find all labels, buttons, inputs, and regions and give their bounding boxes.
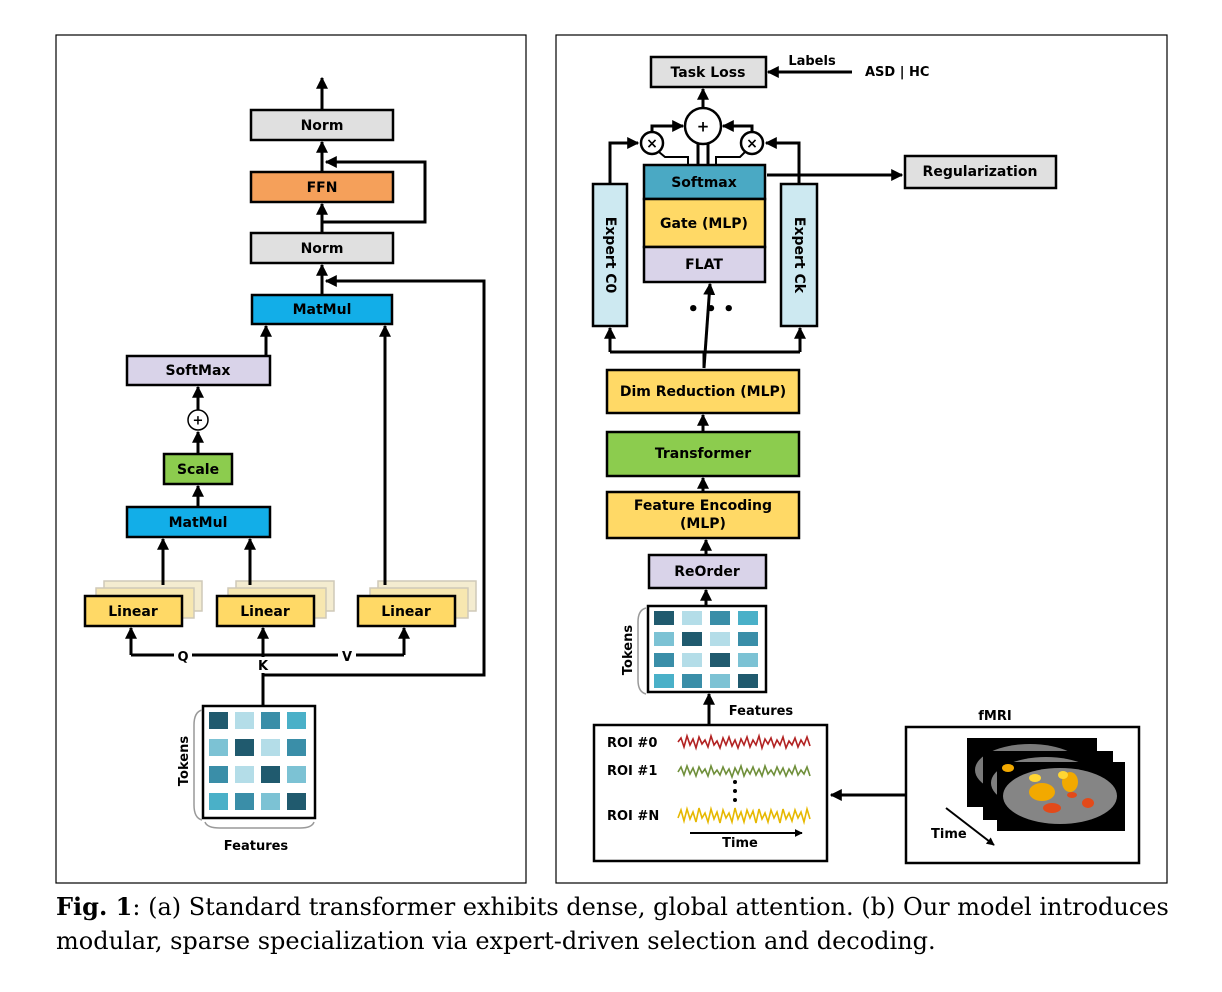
- caption-label: Fig. 1: [56, 892, 133, 921]
- regularization-box: [903, 154, 1058, 190]
- panel-b-frame: [555, 34, 1168, 884]
- linear-k-label: Linear: [240, 604, 290, 620]
- expert-c0-label: Expert C0: [602, 217, 618, 294]
- features-label-a: Features: [224, 839, 289, 854]
- dim-reduction-box: [605, 368, 801, 415]
- roi-signals-box: [592, 723, 829, 863]
- regularization-label: Regularization: [923, 164, 1038, 180]
- sum-node: [683, 106, 723, 146]
- reorder-label: ReOrder: [674, 564, 740, 580]
- sum-node-label: +: [697, 118, 710, 136]
- k-label: K: [258, 659, 269, 674]
- flat-label: FLAT: [685, 257, 723, 273]
- roi0-label: ROI #0: [607, 736, 657, 751]
- reorder-box: [647, 553, 768, 590]
- scale-box: [162, 452, 234, 486]
- gate-box: [642, 197, 767, 249]
- matmul-top-box: [250, 293, 394, 326]
- scale-label: Scale: [177, 462, 219, 478]
- time-label-roi: Time: [722, 836, 758, 851]
- multiply-left-label: ×: [646, 136, 658, 152]
- feature-encoding-box: [605, 490, 801, 540]
- task-loss-box: [649, 55, 768, 89]
- brain-slices-image: [967, 738, 1125, 831]
- transformer-label: Transformer: [655, 446, 751, 462]
- figure-caption: Fig. 1: (a) Standard transformer exhibit…: [56, 890, 1176, 958]
- task-loss-label: Task Loss: [671, 65, 746, 81]
- roi1-signal: [677, 763, 811, 780]
- flat-box: [642, 245, 767, 284]
- expert-ck-label: Expert Ck: [791, 217, 807, 294]
- dim-reduction-label: Dim Reduction (MLP): [620, 384, 786, 400]
- multiply-right-label: ×: [746, 136, 758, 152]
- panel-a-frame: [55, 34, 527, 884]
- asd-hc-label: ASD | HC: [865, 65, 929, 80]
- feature-encoding-label-2: (MLP): [680, 516, 726, 532]
- ffn-label: FFN: [307, 180, 338, 196]
- fmri-label: fMRI: [978, 709, 1011, 724]
- softmax-b-label: Softmax: [671, 175, 737, 191]
- linear-v-label: Linear: [381, 604, 431, 620]
- softmax-label: SoftMax: [166, 363, 231, 379]
- softmax-b-box: [642, 163, 767, 201]
- roin-signal: [677, 805, 811, 826]
- linear-q-box: [83, 594, 184, 628]
- roi0-signal: [677, 733, 811, 751]
- matmul-low-label: MatMul: [169, 515, 228, 531]
- feature-encoding-label-1: Feature Encoding: [634, 498, 772, 514]
- tokens-label-b: Tokens: [621, 625, 636, 675]
- caption-text: : (a) Standard transformer exhibits dens…: [56, 893, 1169, 955]
- gate-label: Gate (MLP): [660, 216, 748, 232]
- linear-k-box: [215, 594, 316, 628]
- add-node-label: +: [193, 414, 204, 429]
- roi1-label: ROI #1: [607, 764, 657, 779]
- q-label: Q: [177, 650, 188, 665]
- features-label-b: Features: [729, 704, 794, 719]
- transformer-box: [605, 430, 801, 478]
- linear-q-label: Linear: [108, 604, 158, 620]
- ffn-box: [249, 170, 395, 204]
- roin-label: ROI #N: [607, 809, 659, 824]
- norm-top-label: Norm: [301, 118, 344, 134]
- add-node: [187, 409, 209, 431]
- more-experts-dots: • • •: [687, 299, 734, 320]
- token-matrix-b: [646, 604, 768, 694]
- labels-label: Labels: [788, 54, 836, 69]
- tokens-label-a: Tokens: [177, 736, 192, 786]
- norm-mid-label: Norm: [301, 241, 344, 257]
- time-label-fmri: Time: [931, 827, 967, 842]
- token-matrix-a: [201, 704, 317, 820]
- norm-top-box: [249, 108, 395, 142]
- expert-ck-box: [779, 182, 819, 328]
- norm-mid-box: [249, 231, 395, 265]
- softmax-box: [125, 354, 272, 387]
- linear-v-box: [356, 594, 457, 628]
- matmul-low-box: [125, 505, 272, 539]
- v-label: V: [342, 650, 352, 665]
- matmul-top-label: MatMul: [293, 302, 352, 318]
